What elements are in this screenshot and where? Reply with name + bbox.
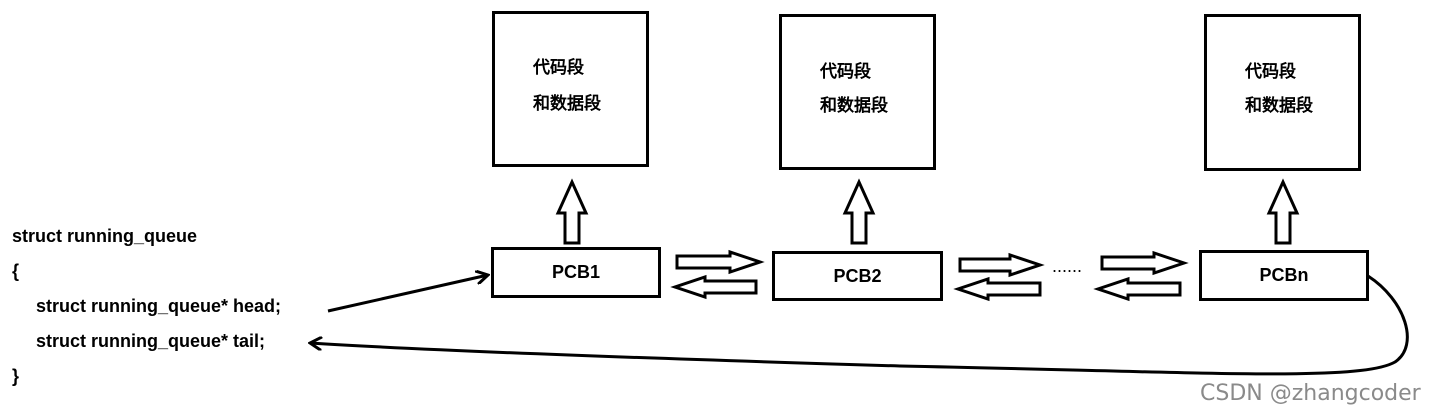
code-line-open-brace: { xyxy=(12,261,20,281)
code-line-close-brace: } xyxy=(12,366,20,386)
head-pointer-arrow xyxy=(327,275,488,313)
segment-1-data-label: 和数据段 xyxy=(533,94,601,114)
segment-3-data-label: 和数据段 xyxy=(1245,96,1313,116)
right-arrow-3 xyxy=(1100,250,1189,276)
pcb-box-1: PCB1 xyxy=(491,247,661,298)
up-arrow-2 xyxy=(842,178,876,245)
tail-pointer-curve xyxy=(310,274,1409,376)
left-arrow-1 xyxy=(670,274,758,300)
segment-3-code-label: 代码段 xyxy=(1245,62,1296,82)
code-line-tail: struct running_queue* tail; xyxy=(36,331,266,351)
segment-box-2 xyxy=(779,14,936,170)
left-arrow-3 xyxy=(1093,276,1182,302)
segment-2-code-label: 代码段 xyxy=(820,62,871,82)
segment-box-1 xyxy=(492,11,649,167)
ellipsis-label: ...... xyxy=(1052,256,1083,276)
left-arrow-2 xyxy=(953,276,1042,302)
pcb-box-n: PCBn xyxy=(1199,250,1369,301)
up-arrow-1 xyxy=(555,178,589,245)
watermark-label: CSDN @zhangcoder xyxy=(1200,381,1421,406)
right-arrow-2 xyxy=(958,252,1045,278)
segment-1-code-label: 代码段 xyxy=(533,58,584,78)
pcb-box-2: PCB2 xyxy=(772,251,943,301)
segment-2-data-label: 和数据段 xyxy=(820,96,888,116)
up-arrow-3 xyxy=(1266,178,1300,245)
code-line-head: struct running_queue* head; xyxy=(36,296,282,316)
code-line-struct: struct running_queue xyxy=(12,226,198,246)
right-arrow-1 xyxy=(675,249,765,275)
segment-box-3 xyxy=(1204,14,1361,171)
